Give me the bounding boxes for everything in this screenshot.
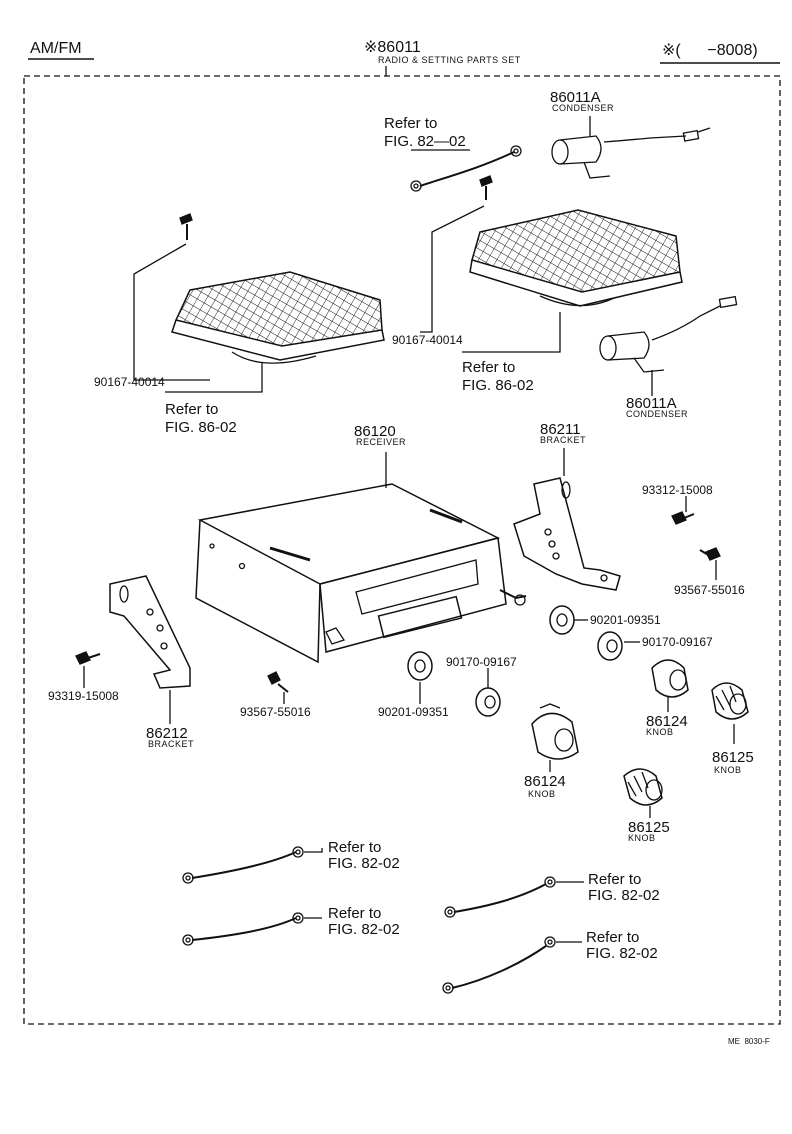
header-part-name: RADIO & SETTING PARTS SET — [378, 55, 521, 65]
label-screw-left-num: 90167-40014 — [94, 375, 165, 389]
condenser-mid — [599, 295, 738, 373]
bolt-left — [75, 651, 101, 665]
label-nut-a-num: 90170-09167 — [642, 635, 713, 649]
label-bolt-right-num: 93312-15008 — [642, 483, 713, 497]
label-ref4-b: FIG. 82-02 — [586, 945, 658, 962]
header-right-label: ※( −8008) — [662, 42, 758, 59]
label-bracket-right-name: BRACKET — [540, 435, 587, 445]
label-knob-b-num: 86125 — [712, 749, 754, 766]
label-refer-top-a: Refer to — [384, 115, 438, 132]
label-nut-b-num: 90170-09167 — [446, 655, 517, 669]
knob-86125-center — [623, 768, 663, 806]
label-ref3-b: FIG. 82-02 — [588, 887, 660, 904]
knob-86124-center — [531, 703, 579, 760]
label-knob-a-num: 86124 — [646, 713, 688, 730]
screw-right — [699, 547, 721, 561]
label-knob-a-name: KNOB — [646, 727, 674, 737]
label-knob-c-name: KNOB — [528, 789, 556, 799]
ground-cable-3 — [444, 876, 584, 918]
label-ref3-a: Refer to — [588, 871, 642, 888]
label-ref4-a: Refer to — [586, 929, 640, 946]
leader-refer-right — [462, 312, 561, 353]
bracket-left — [109, 575, 191, 689]
ground-cable-top — [410, 145, 522, 192]
label-cond-mid-name: CONDENSER — [626, 409, 689, 419]
label-ref2-a: Refer to — [328, 905, 382, 922]
label-washer-a-num: 90201-09351 — [590, 613, 661, 627]
nut-a — [597, 631, 623, 661]
screw-bottom-left — [267, 671, 289, 693]
label-bracket-right-num: 86211 — [540, 421, 581, 438]
knob-86125-right — [711, 682, 749, 720]
label-refer-top-b: FIG. 82—02 — [384, 133, 466, 150]
screw-top — [479, 175, 493, 200]
frame-border — [23, 75, 781, 1025]
label-knob-d-name: KNOB — [628, 833, 656, 843]
label-knob-d-num: 86125 — [628, 819, 670, 836]
label-cond-mid-num: 86011A — [626, 395, 677, 412]
label-screw-left-small-num: 93567-55016 — [240, 705, 311, 719]
label-washer-b-num: 90201-09351 — [378, 705, 449, 719]
label-refer-left-a: Refer to — [165, 401, 219, 418]
ground-cable-4 — [442, 936, 582, 994]
label-ref1-b: FIG. 82-02 — [328, 855, 400, 872]
bracket-right — [513, 477, 621, 591]
label-screw-right-num: 90167-40014 — [392, 333, 463, 347]
header-left-label: AM/FM — [30, 40, 82, 57]
label-refer-right-b: FIG. 86-02 — [462, 377, 534, 394]
label-knob-c-num: 86124 — [524, 773, 566, 790]
label-receiver-name: RECEIVER — [356, 437, 407, 447]
leader-screw-left — [133, 243, 210, 381]
ground-cable-1 — [182, 846, 323, 884]
speaker-right — [469, 209, 683, 307]
label-knob-b-name: KNOB — [714, 765, 742, 775]
nut-b — [475, 687, 501, 717]
label-refer-right-a: Refer to — [462, 359, 516, 376]
label-cond-top-num: 86011A — [550, 89, 601, 106]
speaker-left — [171, 271, 385, 364]
condenser-top — [551, 127, 711, 179]
ground-cable-2 — [182, 912, 322, 946]
label-ref2-b: FIG. 82-02 — [328, 921, 400, 938]
receiver-unit — [195, 483, 527, 664]
washer-b — [407, 651, 433, 681]
leader-screw-right — [420, 205, 485, 333]
label-bracket-left-num: 86212 — [146, 725, 188, 742]
footer-code: ME 8030-F — [728, 1037, 770, 1046]
header-part-code: ※86011 — [364, 39, 421, 56]
label-receiver-num: 86120 — [354, 423, 396, 440]
screw-left — [179, 213, 193, 240]
bolt-right — [671, 511, 695, 525]
knob-86124-right — [651, 659, 689, 698]
leader-refer-left — [165, 362, 263, 393]
washer-a — [549, 605, 575, 635]
label-ref1-a: Refer to — [328, 839, 382, 856]
label-bracket-left-name: BRACKET — [148, 739, 195, 749]
label-screw-right-num-small: 93567-55016 — [674, 583, 745, 597]
label-refer-left-b: FIG. 86-02 — [165, 419, 237, 436]
label-bolt-left-num: 93319-15008 — [48, 689, 119, 703]
label-cond-top-name: CONDENSER — [552, 103, 615, 113]
